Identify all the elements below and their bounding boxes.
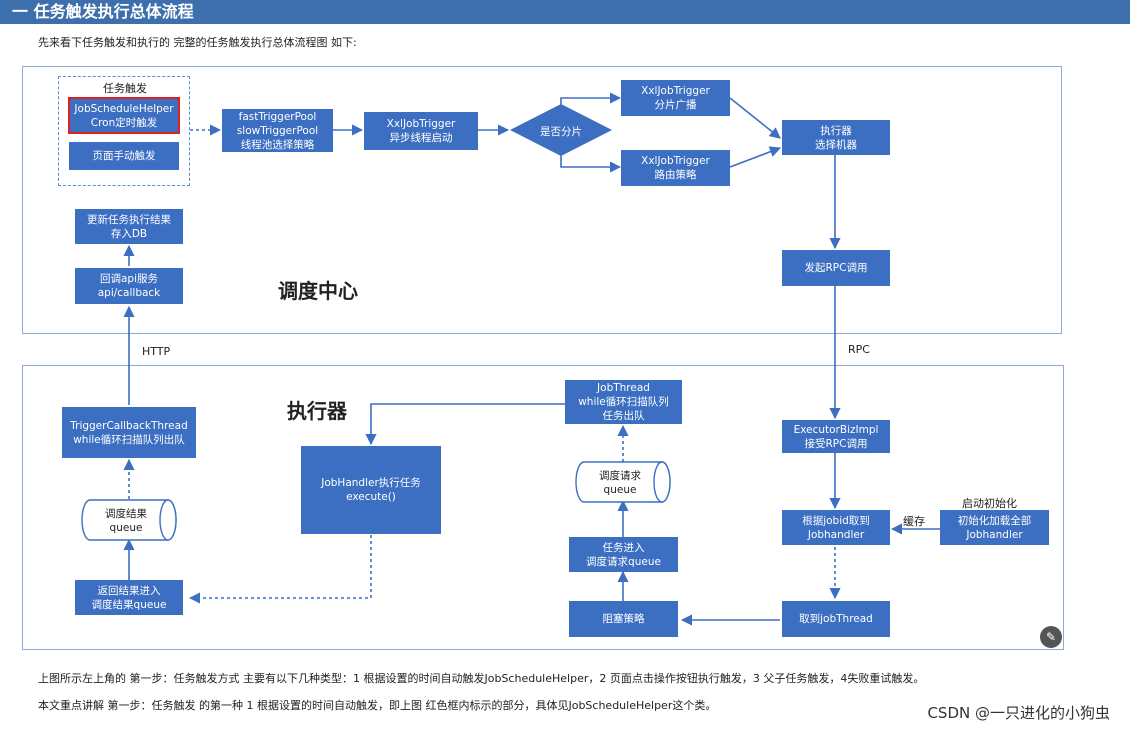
- get-job-thread-box: 取到jobThread: [782, 601, 890, 637]
- return-result-box: 返回结果进入调度结果queue: [75, 580, 183, 615]
- header-banner: 一 任务触发执行总体流程: [0, 0, 1130, 24]
- trigger-group-frame: [58, 76, 190, 186]
- scheduler-title: 调度中心: [278, 279, 358, 303]
- page-manual-trigger-box: 页面手动触发: [69, 142, 179, 170]
- footer-line-2: 本文重点讲解 第一步：任务触发 的第一种 1 根据设置的时间自动触发，即上图 红…: [38, 699, 717, 712]
- block-strategy-box: 阻塞策略: [569, 601, 678, 637]
- trigger-group-label: 任务触发: [103, 82, 147, 95]
- watermark: CSDN @一只进化的小狗虫: [927, 704, 1110, 722]
- footer-line-1: 上图所示左上角的 第一步：任务触发方式 主要有以下几种类型：1 根据设置的时间自…: [38, 672, 925, 685]
- decision-label: 是否分片: [540, 126, 582, 138]
- startup-init-label: 启动初始化: [962, 497, 1017, 510]
- rpc-label: RPC: [848, 343, 870, 356]
- magic-wand-icon[interactable]: ✎: [1040, 626, 1062, 648]
- cache-label: 缓存: [903, 515, 925, 528]
- result-queue-cylinder: 调度结果 queue: [81, 499, 177, 541]
- request-queue-cylinder: 调度请求 queue: [575, 461, 671, 503]
- page-title: 一 任务触发执行总体流程: [12, 2, 194, 21]
- scheduler-frame: [22, 66, 1062, 334]
- request-queue-line1: 调度请求: [599, 469, 641, 482]
- executor-title: 执行器: [287, 399, 347, 423]
- rpc-call-box: 发起RPC调用: [782, 250, 890, 286]
- result-queue-line1: 调度结果: [105, 507, 147, 520]
- enqueue-request-box: 任务进入调度请求queue: [569, 537, 678, 572]
- request-queue-line2: queue: [604, 484, 637, 496]
- intro-text: 先来看下任务触发和执行的 完整的任务触发执行总体流程图 如下:: [38, 36, 357, 49]
- decision-diamond: [510, 104, 612, 156]
- result-queue-line2: queue: [110, 522, 143, 534]
- select-machine-box: 执行器选择机器: [782, 120, 890, 155]
- http-label: HTTP: [142, 345, 171, 358]
- update-result-box: 更新任务执行结果存入DB: [75, 209, 183, 244]
